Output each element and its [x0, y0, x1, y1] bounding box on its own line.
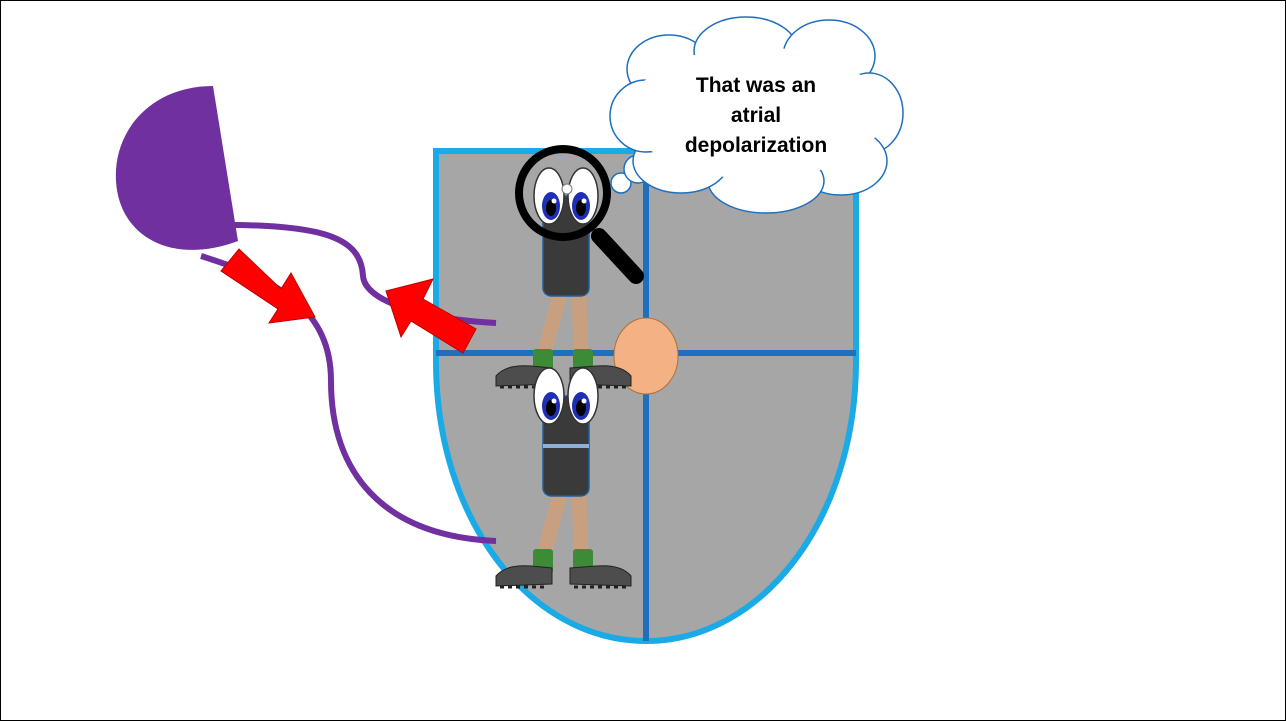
sinus-node-shape — [116, 86, 238, 250]
bubble-line-3: depolarization — [661, 131, 851, 161]
arrow-right-down — [221, 249, 315, 323]
speech-bubble-text: That was an atrial depolarization — [661, 71, 851, 161]
bubble-line-2: atrial — [661, 101, 851, 131]
bubble-line-1: That was an — [661, 71, 851, 101]
